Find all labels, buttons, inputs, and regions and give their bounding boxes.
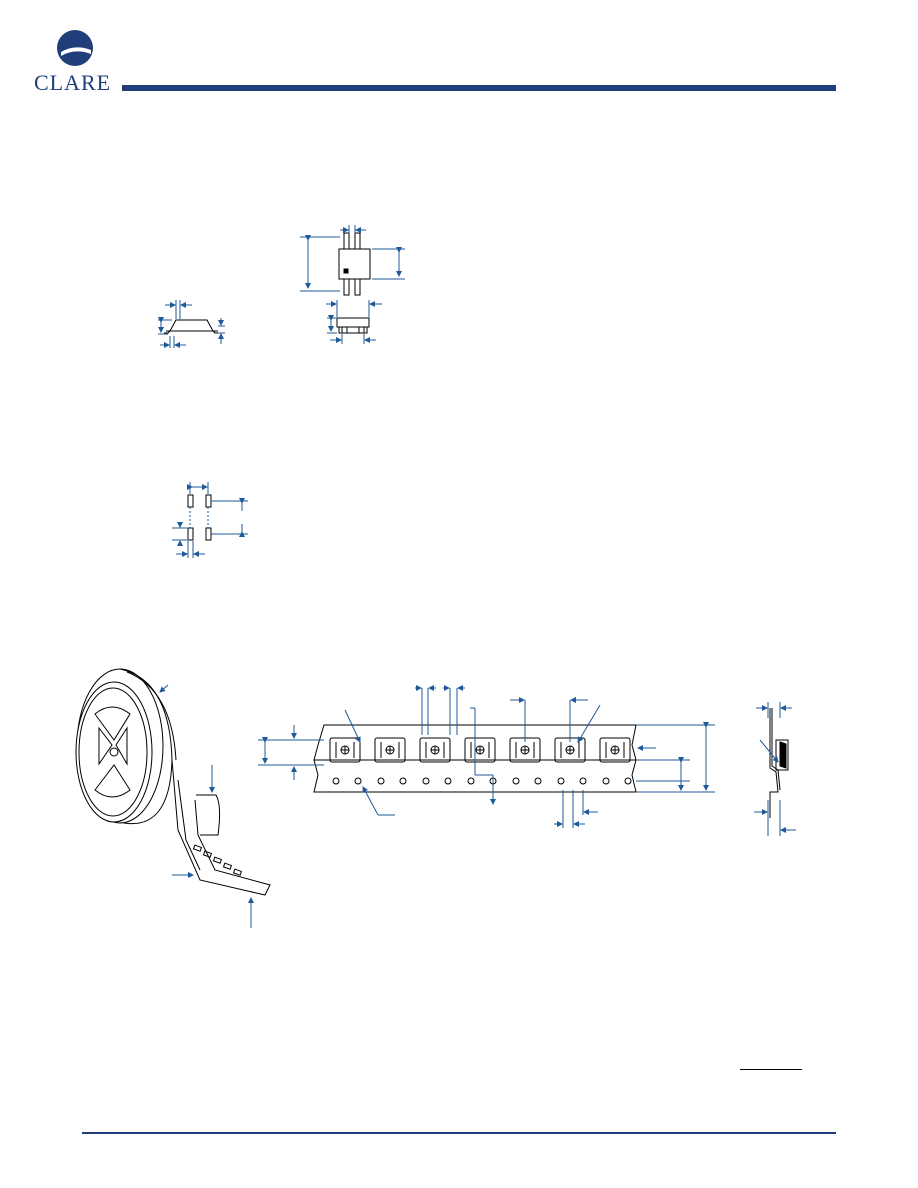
package-top-view bbox=[300, 225, 405, 296]
clare-logo-icon bbox=[57, 30, 93, 66]
pcb-land-pattern bbox=[172, 482, 248, 558]
tape-and-reel bbox=[75, 668, 271, 928]
package-end-view bbox=[326, 300, 382, 344]
company-name: CLARE bbox=[34, 70, 112, 95]
footer-rule bbox=[82, 1132, 836, 1134]
carrier-tape-detail bbox=[258, 685, 715, 828]
footer-short-rule bbox=[740, 1069, 802, 1070]
header-rule bbox=[122, 85, 836, 91]
tape-cross-section bbox=[754, 702, 796, 836]
package-side-view bbox=[158, 300, 225, 348]
